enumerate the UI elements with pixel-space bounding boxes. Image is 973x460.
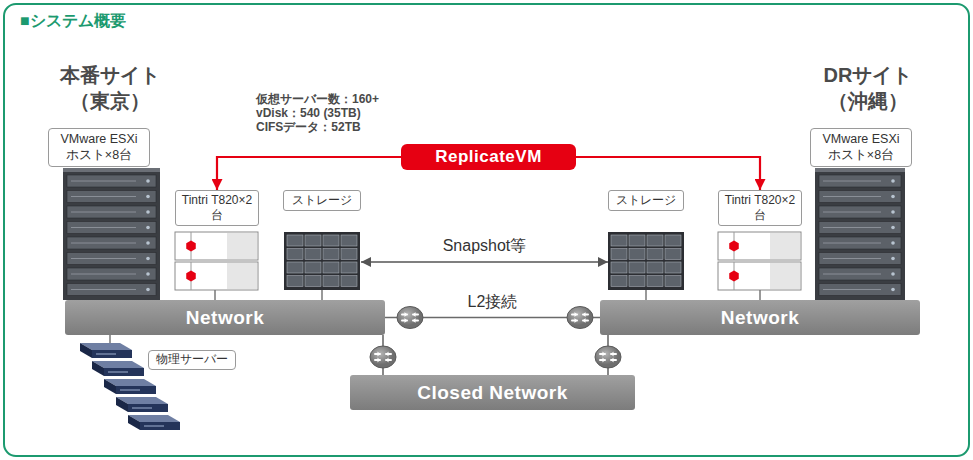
node-text: Closed Network <box>417 382 568 404</box>
node-text: Tintri T820×2台 <box>718 190 802 226</box>
physical-server <box>80 343 132 358</box>
node-text: 物理サーバー <box>153 352 231 368</box>
stat-note: 仮想サーバー数：160+ <box>256 92 379 106</box>
tintri-device <box>718 232 801 290</box>
router-icon <box>567 307 593 329</box>
host-box: VMware ESXi ホスト×8台 <box>48 128 150 167</box>
storage-box: ストレージ <box>283 190 361 290</box>
replication-label: ReplicateVM <box>401 144 576 170</box>
title: ■システム概要 <box>20 11 126 32</box>
link-label: Snapshot等 <box>439 236 531 257</box>
node-text: VMware ESXi ホスト×8台 <box>815 132 907 163</box>
site-heading: （東京） <box>10 88 210 115</box>
network-band: Network <box>65 300 385 335</box>
router-icon <box>595 346 621 368</box>
network-band: Network <box>600 300 920 335</box>
physical-server <box>92 361 144 376</box>
storage-device <box>284 232 360 290</box>
storage-device <box>608 232 684 290</box>
wire <box>645 290 647 300</box>
host-box: VMware ESXi ホスト×8台 <box>810 128 912 167</box>
link-label: L2接続 <box>464 292 522 313</box>
site-heading: （沖縄） <box>768 88 968 115</box>
wire <box>214 290 216 300</box>
site-heading: 本番サイト <box>10 62 210 89</box>
router-icon <box>370 346 396 368</box>
physical-server <box>116 397 168 412</box>
physical-server <box>128 415 180 430</box>
wire <box>759 290 761 300</box>
stat-note: CIFSデータ：52TB <box>256 120 361 134</box>
node-text: Network <box>186 307 264 329</box>
physical-server <box>104 379 156 394</box>
node-text: ストレージ <box>608 190 684 211</box>
wire <box>109 335 111 343</box>
server-rack <box>63 168 160 300</box>
network-band: Closed Network <box>350 375 635 410</box>
site-heading: DRサイト <box>768 62 968 89</box>
server-box: 物理サーバー <box>148 350 236 370</box>
snapshot-arrow <box>361 261 608 263</box>
storage-array-box: Tintri T820×2台 <box>718 190 802 290</box>
wire <box>321 290 323 300</box>
router-icon <box>397 307 423 329</box>
frame <box>4 4 969 456</box>
node-text: Network <box>721 307 799 329</box>
storage-array-box: Tintri T820×2台 <box>175 190 259 290</box>
tintri-device <box>175 232 258 290</box>
node-text: VMware ESXi ホスト×8台 <box>53 132 145 163</box>
node-text: Tintri T820×2台 <box>175 190 259 226</box>
stat-note: vDisk：540 (35TB) <box>256 106 361 120</box>
node-text: ストレージ <box>283 190 361 211</box>
server-rack <box>815 168 905 300</box>
storage-box: ストレージ <box>608 190 684 290</box>
